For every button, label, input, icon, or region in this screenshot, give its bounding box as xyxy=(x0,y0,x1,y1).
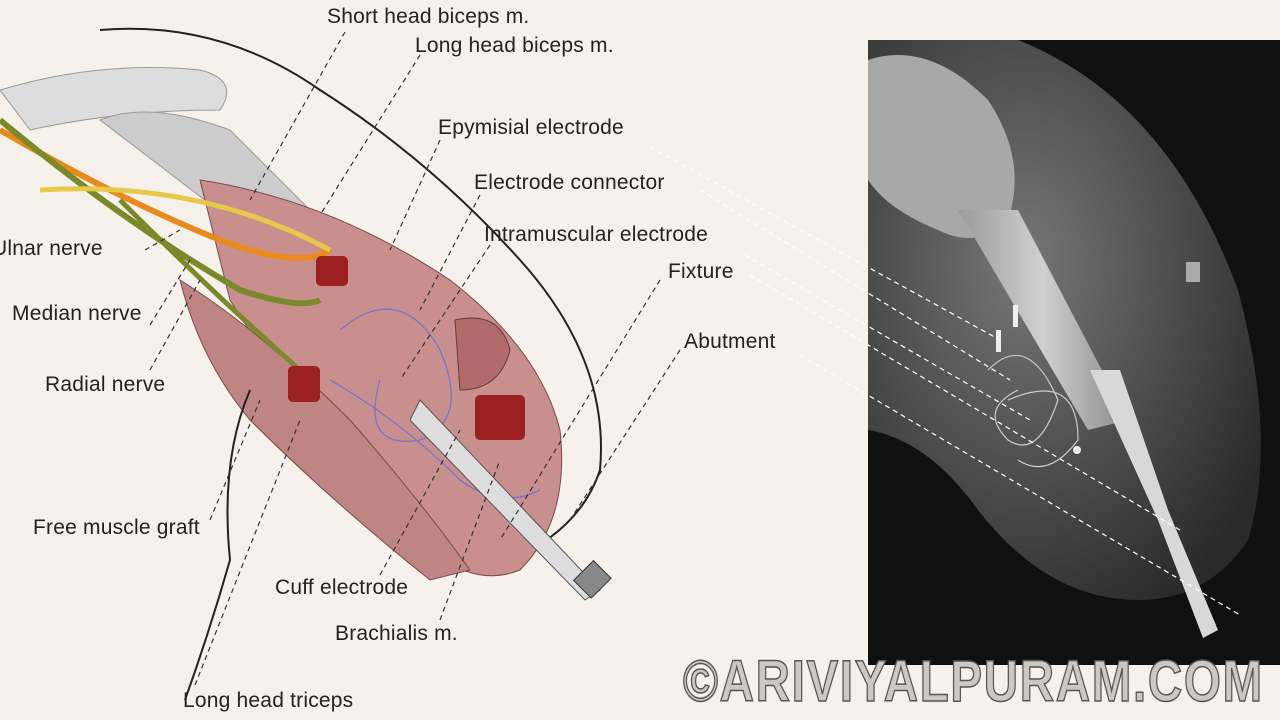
implant-fixture xyxy=(409,399,601,601)
electrode-marker xyxy=(1073,446,1081,454)
xray-drawing xyxy=(868,40,1261,638)
label-long-head-biceps: Long head biceps m. xyxy=(415,34,614,57)
label-abutment: Abutment xyxy=(684,330,776,353)
median-nerve xyxy=(0,117,322,307)
implant-fixture xyxy=(1090,370,1218,638)
abutment xyxy=(572,559,612,599)
leader-lines xyxy=(144,31,1241,686)
label-fixture: Fixture xyxy=(668,260,734,283)
marker-tag xyxy=(1186,262,1200,282)
label-long-head-triceps: Long head triceps xyxy=(183,689,354,712)
label-epymisial-electrode: Epymisial electrode xyxy=(438,116,624,139)
cuff-electrode xyxy=(316,256,348,286)
ulnar-nerve xyxy=(0,127,332,261)
xray-image xyxy=(868,40,1280,665)
cuff-electrode xyxy=(288,366,320,402)
label-electrode-connector: Electrode connector xyxy=(474,171,665,194)
label-brachialis: Brachialis m. xyxy=(335,622,458,645)
label-short-head-biceps: Short head biceps m. xyxy=(327,5,530,28)
label-cuff-electrode: Cuff electrode xyxy=(275,576,409,599)
label-median-nerve: Median nerve xyxy=(12,302,142,325)
implanted-wires xyxy=(987,354,1079,468)
scapula xyxy=(0,67,228,131)
label-ulnar-nerve: Ulnar nerve xyxy=(0,237,103,260)
watermark: ©ARIVIYALPURAM.COM xyxy=(682,649,1264,715)
radial-nerve xyxy=(39,186,332,253)
nerve-branch xyxy=(118,198,302,372)
humeral-head xyxy=(868,55,1015,238)
label-intramuscular-electrode: Intramuscular electrode xyxy=(484,223,709,246)
label-radial-nerve: Radial nerve xyxy=(45,373,166,396)
muscle-cut-section xyxy=(454,317,511,391)
electrode-marker xyxy=(1013,305,1018,327)
electrode-marker xyxy=(996,330,1001,352)
arm-outline xyxy=(99,27,602,561)
humerus-shaft xyxy=(958,210,1128,430)
label-free-muscle-graft: Free muscle graft xyxy=(33,516,200,539)
cuff-electrode xyxy=(475,395,525,440)
arm-outline-lower xyxy=(184,389,251,701)
